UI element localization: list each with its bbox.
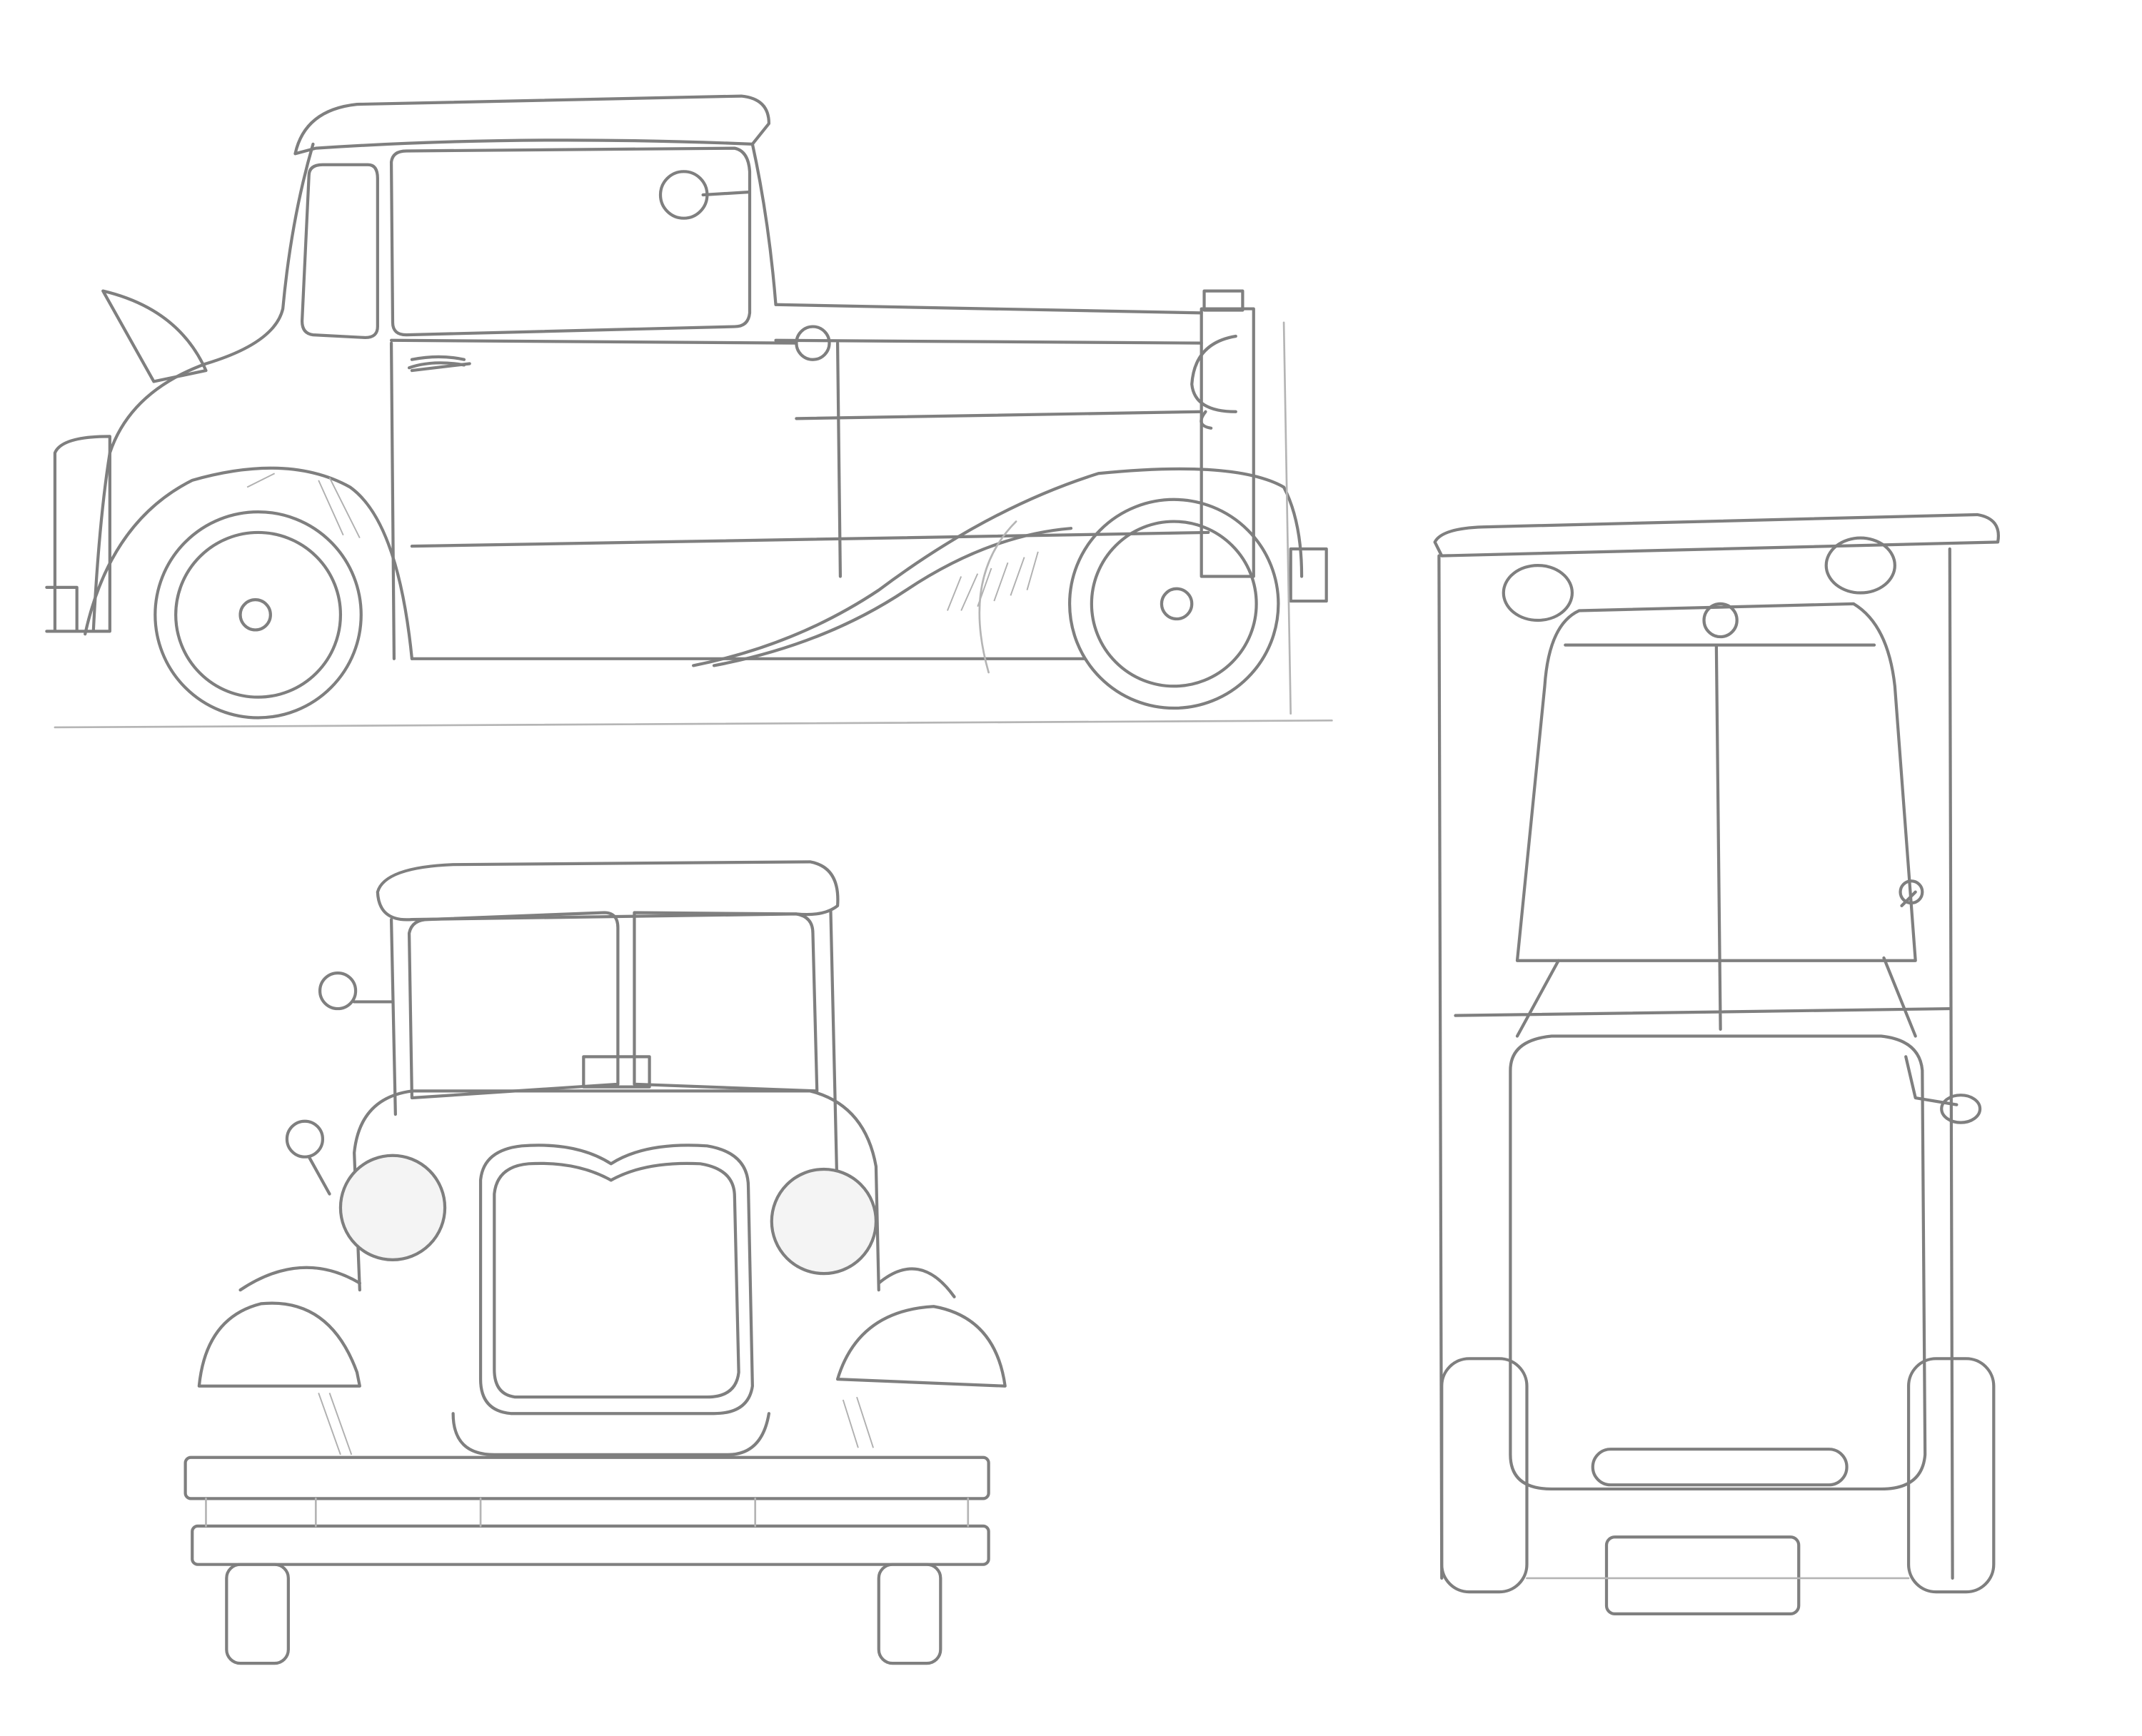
side-rear-flap <box>101 289 208 383</box>
front-headlight-right <box>770 1167 878 1276</box>
side-door-lamp <box>795 325 831 361</box>
top-rear-bumper <box>1591 1448 1849 1487</box>
top-headlight-right <box>1824 536 1896 595</box>
side-front-bumper <box>1289 547 1328 603</box>
top-spare-plate <box>1604 1535 1801 1616</box>
front-mirror-top <box>318 971 358 1011</box>
front-mirror-side <box>285 1119 325 1159</box>
side-front-fender <box>692 467 1304 667</box>
top-body-outline <box>1437 547 1954 1580</box>
side-rear-tire <box>154 510 363 720</box>
top-cab <box>1509 1034 1927 1491</box>
front-cab <box>389 909 840 1209</box>
side-front-tire <box>1067 498 1280 710</box>
front-view-car <box>183 860 1007 1665</box>
front-bumper-lower <box>191 1524 990 1566</box>
side-mirror <box>658 170 709 220</box>
side-rear-window <box>300 163 379 340</box>
front-headlight-left <box>338 1154 447 1261</box>
side-main-window <box>389 146 752 337</box>
top-wheel-left <box>1440 1357 1529 1594</box>
top-hood-taper <box>1515 602 1917 962</box>
top-mirror <box>1900 890 1959 1106</box>
front-windshield-left <box>407 911 620 1100</box>
front-wheel-right <box>877 1563 942 1665</box>
side-headlight <box>1190 334 1237 430</box>
side-hood <box>389 303 1203 420</box>
front-roof <box>376 860 840 922</box>
side-rear-fender <box>84 466 414 660</box>
side-roof <box>293 94 771 156</box>
front-fender-right <box>835 1267 1007 1388</box>
front-apron <box>451 1412 771 1456</box>
front-bumper <box>183 1455 990 1500</box>
side-cab-body <box>91 142 778 633</box>
side-door-handle <box>407 361 466 370</box>
side-front-hub <box>1160 587 1194 621</box>
front-fender-left <box>197 1266 361 1388</box>
top-wheel-right <box>1906 1357 1996 1594</box>
top-radiator-cap <box>1702 602 1739 639</box>
front-cowl-lamp <box>582 1055 651 1089</box>
front-wheel-left <box>225 1563 290 1665</box>
top-view-car <box>1433 513 2000 1616</box>
front-grille <box>478 1144 754 1415</box>
top-headlight-left <box>1502 563 1574 622</box>
side-view-car <box>45 94 1333 729</box>
side-door <box>389 341 1210 660</box>
side-spare <box>45 435 111 633</box>
front-windshield-right <box>633 911 819 1093</box>
top-roof-rail <box>1433 513 2000 557</box>
side-rear-hub <box>238 598 272 632</box>
